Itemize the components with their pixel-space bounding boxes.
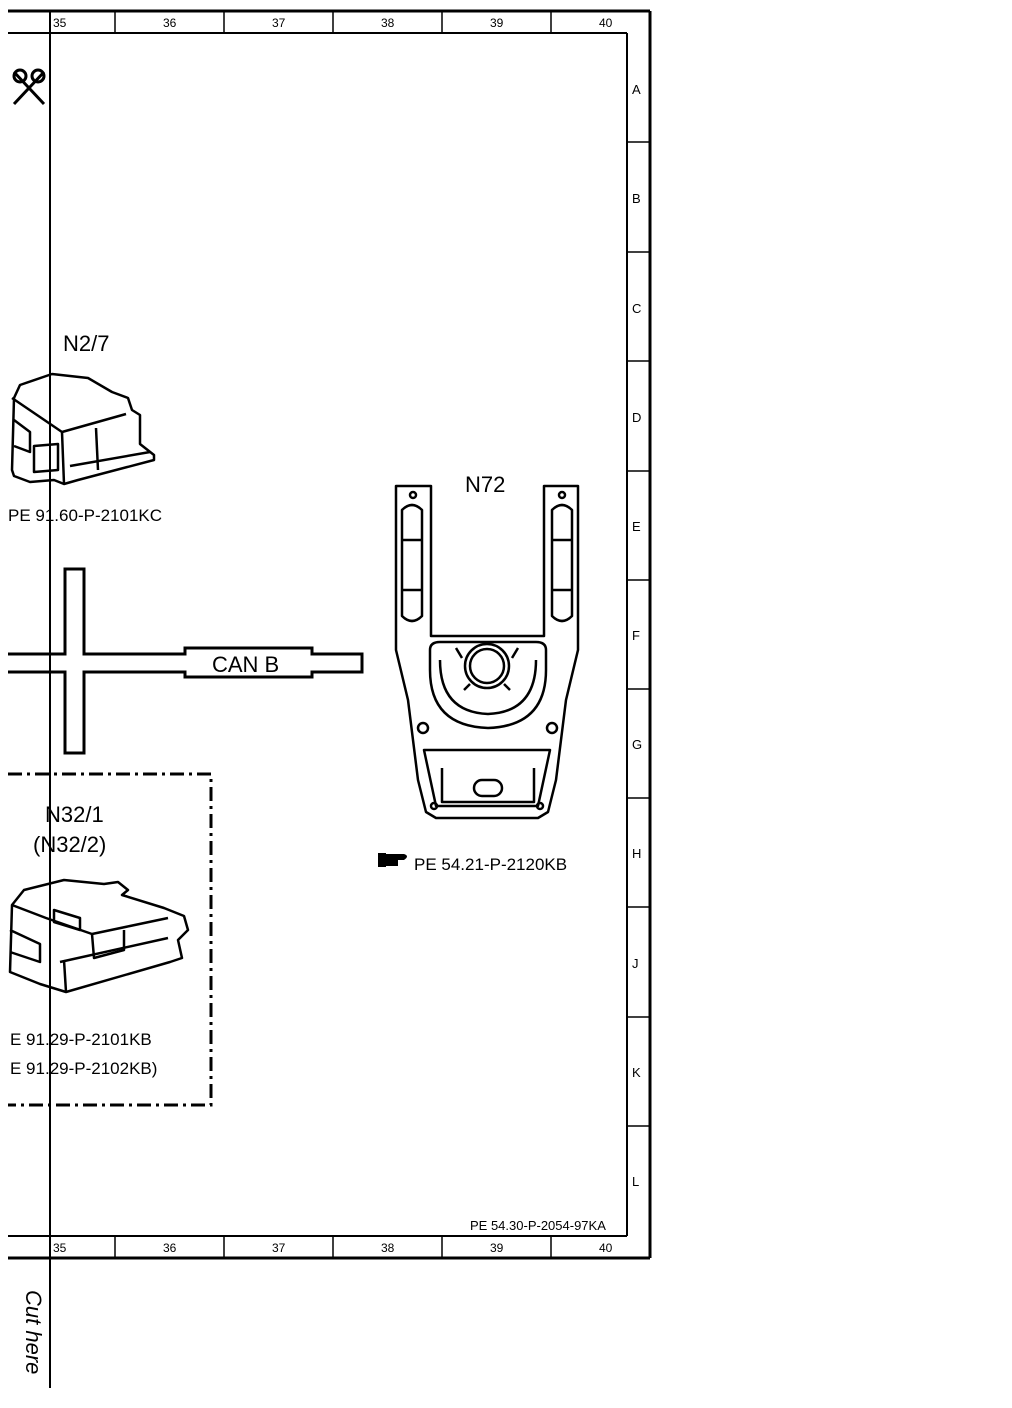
row-k: K — [632, 1065, 641, 1080]
n2-7-label: N2/7 — [63, 331, 109, 356]
col-bottom-36: 36 — [163, 1241, 177, 1255]
n32-2-ref: E 91.29-P-2102KB) — [10, 1059, 157, 1078]
row-a: A — [632, 82, 641, 97]
n2-7-ref: PE 91.60-P-2101KC — [8, 506, 162, 525]
inner-frame — [8, 32, 628, 1237]
n32-group-box — [8, 772, 213, 1107]
col-top-40: 40 — [599, 16, 613, 30]
col-top-38: 38 — [381, 16, 395, 30]
n32-1-seat-control-unit — [8, 878, 190, 994]
can-bus — [8, 567, 364, 755]
row-j: J — [632, 956, 639, 971]
n72-ref: PE 54.21-P-2120KB — [414, 855, 567, 874]
n2-7-airbag-control-unit — [10, 372, 156, 486]
row-ticks — [627, 141, 650, 1127]
col-bottom-40: 40 — [599, 1241, 613, 1255]
n32-2-label: (N32/2) — [33, 832, 106, 857]
row-l: L — [632, 1174, 639, 1189]
row-g: G — [632, 737, 642, 752]
document-reference: PE 54.30-P-2054-97KA — [470, 1218, 606, 1233]
cut-here-label: Cut here — [21, 1290, 46, 1374]
row-b: B — [632, 191, 641, 206]
n32-1-label: N32/1 — [45, 802, 104, 827]
reference-hand-icon — [378, 853, 407, 867]
col-top-36: 36 — [163, 16, 177, 30]
scissors-icon — [12, 68, 46, 106]
col-top-39: 39 — [490, 16, 504, 30]
row-e: E — [632, 519, 641, 534]
n32-1-ref: E 91.29-P-2101KB — [10, 1030, 152, 1049]
n72-upper-control-panel — [394, 484, 580, 820]
row-f: F — [632, 628, 640, 643]
col-bottom-38: 38 — [381, 1241, 395, 1255]
col-bottom-39: 39 — [490, 1241, 504, 1255]
n72-label: N72 — [465, 472, 505, 497]
col-top-35: 35 — [53, 16, 67, 30]
row-c: C — [632, 301, 641, 316]
col-top-37: 37 — [272, 16, 286, 30]
column-ticks — [114, 11, 552, 1258]
row-h: H — [632, 846, 641, 861]
can-b-label: CAN B — [212, 652, 279, 677]
col-bottom-37: 37 — [272, 1241, 286, 1255]
row-d: D — [632, 410, 641, 425]
col-bottom-35: 35 — [53, 1241, 67, 1255]
